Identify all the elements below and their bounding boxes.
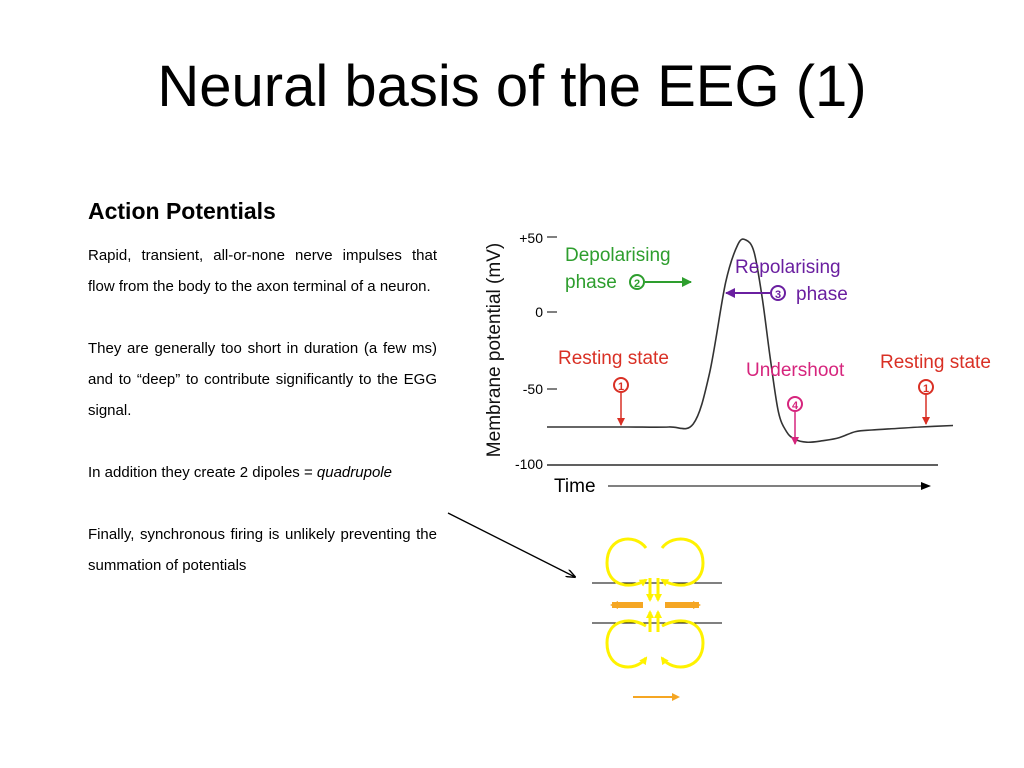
paragraph-dipoles: In addition they create 2 dipoles = quad… (88, 457, 437, 488)
step-1-right-badge (918, 379, 934, 395)
resting-state-left-label: Resting state (558, 348, 669, 369)
step-1-left-badge (613, 377, 629, 393)
y-axis-label: Membrane potential (mV) (484, 243, 505, 457)
pointer-arrow (447, 512, 575, 577)
step-4-badge (787, 396, 803, 412)
y-tick-label: -100 (515, 456, 543, 472)
current-loop-top-left (605, 537, 648, 587)
action-potential-chart: Membrane potential (mV) +50 0 -50 -100 T… (484, 230, 991, 497)
text-column: Action Potentials Rapid, transient, all-… (88, 198, 437, 581)
current-loop-top-right (660, 537, 705, 587)
repolarising-label: Repolarising (735, 257, 841, 278)
y-tick-label: -50 (523, 381, 543, 397)
paragraph-short-duration: They are generally too short in duration… (88, 339, 437, 419)
step-2-badge (629, 274, 645, 290)
y-tick-label: 0 (535, 304, 543, 320)
step-2-number: 2 (634, 278, 640, 290)
section-heading: Action Potentials (88, 198, 276, 224)
depolarising-label: Depolarising (565, 245, 671, 266)
current-loop-bottom-left (605, 619, 648, 669)
dipoles-text: In addition they create 2 dipoles = (88, 463, 317, 481)
paragraph-rapid-transient: Rapid, transient, all-or-none nerve impu… (88, 246, 437, 295)
step-3-number: 3 (775, 289, 781, 301)
membrane-potential-trace (547, 238, 954, 444)
repolarising-phase-label: phase (796, 284, 848, 305)
quadrupole-diagram (592, 537, 722, 701)
depolarising-phase-label: phase (565, 272, 617, 293)
step-4-number: 4 (792, 400, 799, 412)
step-3-badge (770, 285, 786, 301)
undershoot-label: Undershoot (746, 360, 845, 381)
x-axis-label: Time (554, 476, 596, 497)
y-tick-label: +50 (519, 230, 543, 246)
current-loop-bottom-right (660, 619, 705, 669)
slide-title: Neural basis of the EEG (1) (157, 54, 867, 119)
step-1-left-number: 1 (618, 381, 624, 393)
resting-state-right-label: Resting state (880, 352, 991, 373)
step-1-right-number: 1 (923, 383, 929, 395)
quadrupole-term: quadrupole (316, 463, 392, 481)
paragraph-synchronous-firing: Finally, synchronous firing is unlikely … (88, 525, 437, 574)
